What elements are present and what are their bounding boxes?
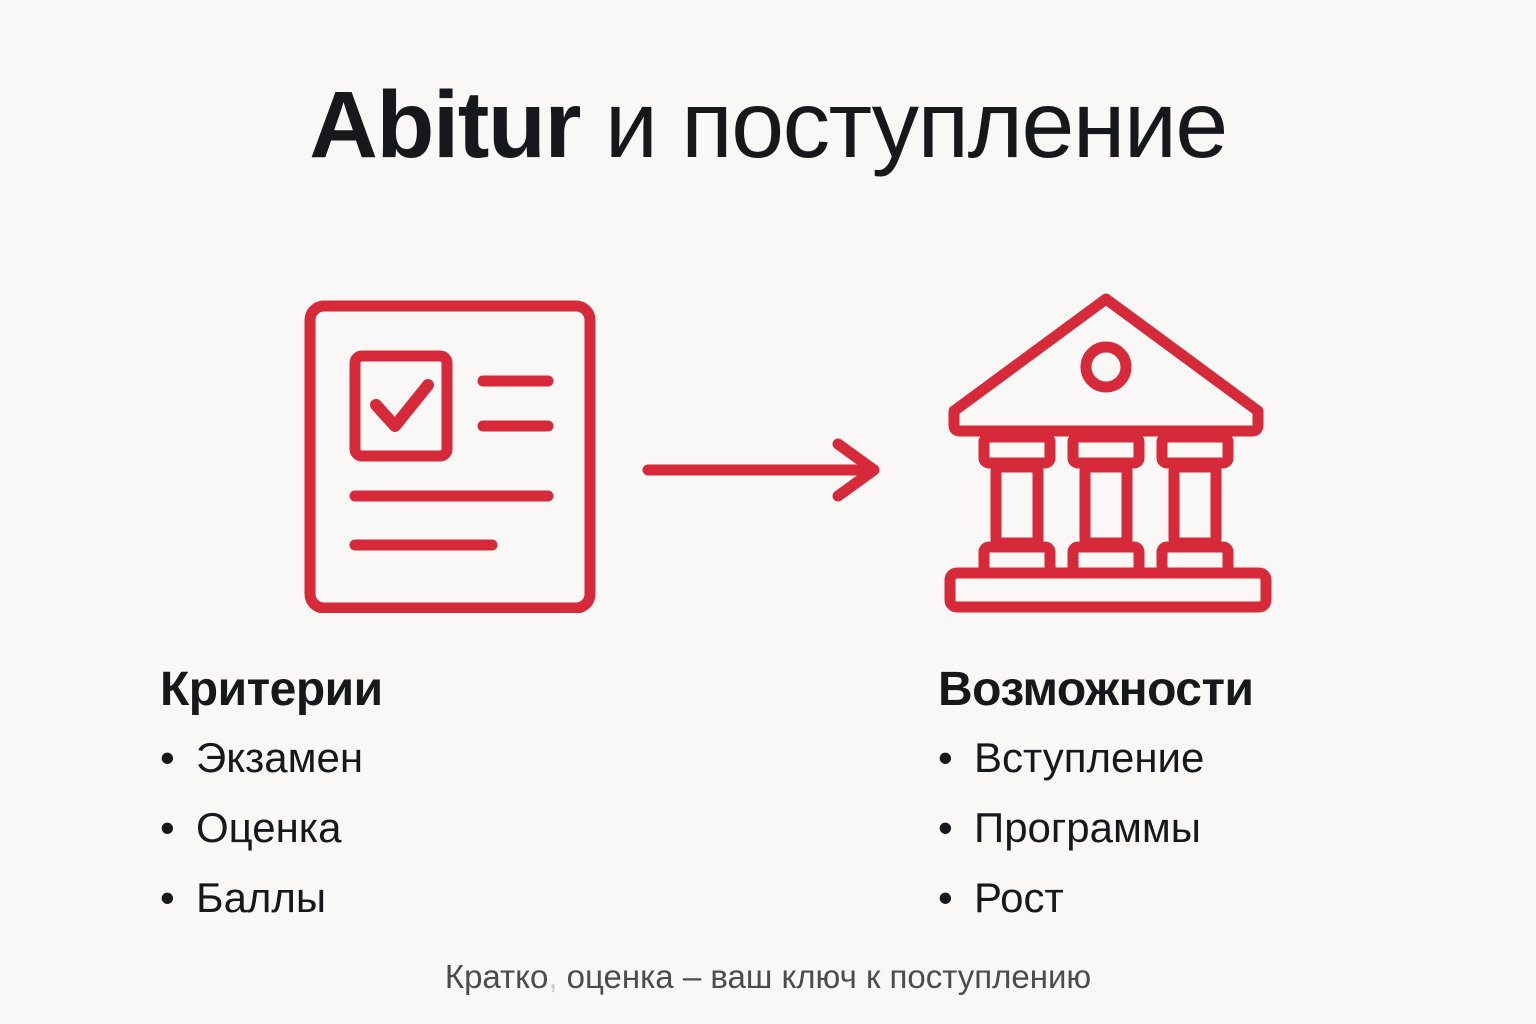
list-item-label: Программы xyxy=(974,803,1201,851)
bullet-dot-icon: • xyxy=(160,803,175,851)
list-item-label: Экзамен xyxy=(196,733,364,781)
footer-punctuation-mark: , xyxy=(548,958,558,995)
title-strong-part: Abitur xyxy=(309,72,581,178)
list-item: • Программы xyxy=(938,803,1498,851)
opportunities-heading: Возможности xyxy=(938,663,1254,716)
page-title: Abitur и поступление xyxy=(0,78,1536,173)
bullet-dot-icon: • xyxy=(938,873,953,921)
bullet-dot-icon: • xyxy=(938,733,953,781)
list-item: • Баллы xyxy=(160,873,680,921)
footer-text-after: оценка – ваш ключ к поступлению xyxy=(557,958,1092,995)
criteria-heading: Критерии xyxy=(160,663,383,716)
list-item-label: Вступление xyxy=(974,733,1205,781)
document-checklist-icon xyxy=(300,293,600,618)
criteria-column: Критерии • Экзамен • Оценка • Баллы xyxy=(160,663,680,947)
right-arrow-icon xyxy=(640,435,890,510)
bullet-dot-icon: • xyxy=(160,873,175,921)
list-item: • Вступление xyxy=(938,733,1498,781)
list-item: • Оценка xyxy=(160,803,680,851)
list-item-label: Рост xyxy=(974,873,1064,921)
bullet-dot-icon: • xyxy=(160,733,175,781)
icon-row xyxy=(0,285,1536,625)
list-item: • Экзамен xyxy=(160,733,680,781)
opportunities-column: Возможности • Вступление • Программы • Р… xyxy=(938,663,1498,947)
list-item-label: Оценка xyxy=(196,803,342,851)
opportunities-list: • Вступление • Программы • Рост xyxy=(938,733,1498,921)
bullet-dot-icon: • xyxy=(938,803,953,851)
title-normal-part: и поступление xyxy=(579,72,1228,178)
criteria-list: • Экзамен • Оценка • Баллы xyxy=(160,733,680,921)
footer-text-before: Кратко xyxy=(444,958,549,995)
university-building-icon xyxy=(938,285,1278,620)
list-item: • Рост xyxy=(938,873,1498,921)
list-item-label: Баллы xyxy=(196,873,327,921)
footer-caption: Кратко, оценка – ваш ключ к поступлению xyxy=(0,958,1536,996)
